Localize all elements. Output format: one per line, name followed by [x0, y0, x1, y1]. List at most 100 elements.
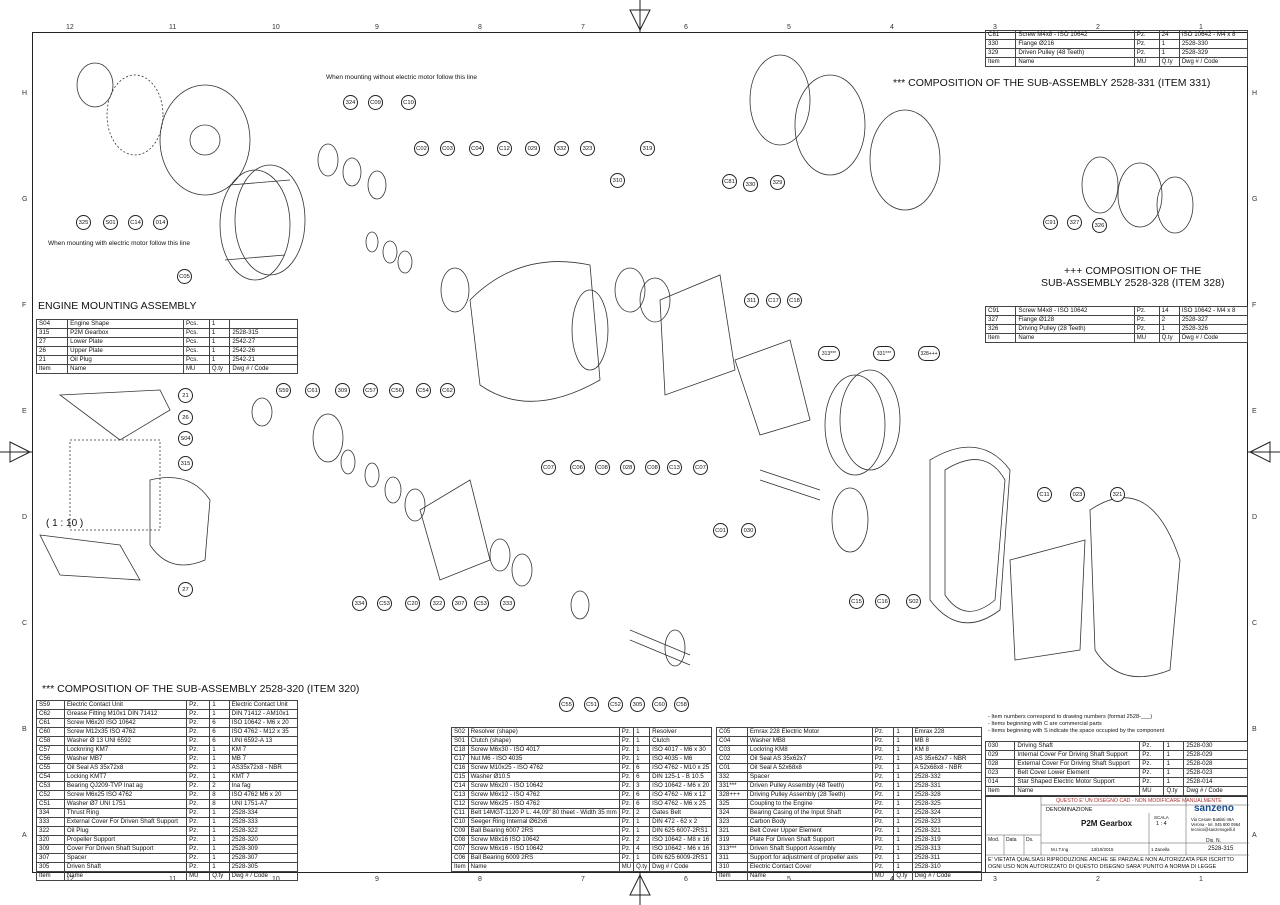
table-cell: 2528-028	[1183, 759, 1248, 769]
table-cell: ISO 4762 - M6 x 12	[649, 790, 713, 800]
table-cell: Ball Bearing 6009 2RS	[467, 853, 620, 863]
table-cell: Pz.	[618, 808, 635, 818]
table-cell: Screw M10x25 - ISO 4762	[467, 763, 620, 773]
table-cell: Pcs.	[183, 319, 210, 329]
table-cell: Name	[1014, 786, 1141, 796]
table-cell: C15	[451, 772, 469, 782]
table-cell: 2528-329	[1178, 48, 1249, 58]
table-cell: Item	[35, 364, 69, 374]
center-mark-top	[629, 0, 651, 32]
ruler-label: G	[1252, 196, 1258, 203]
ruler-label: D	[1252, 514, 1258, 521]
table-cell: Pz.	[618, 727, 635, 737]
table-cell: MU	[1139, 786, 1165, 796]
propeller-support	[419, 479, 491, 581]
table-cell: AS 35x62x7 - NBR	[911, 754, 982, 764]
driven-pulley-329	[794, 74, 866, 176]
table-cell: 6	[633, 763, 651, 773]
table-cell: ISO 10642 - M8 x 16	[649, 835, 713, 845]
belt-cover-lower	[1009, 539, 1086, 661]
table-cell: Lower Plate	[67, 337, 185, 347]
table-cell: 1	[893, 862, 913, 872]
table-cell: Pz.	[186, 826, 211, 836]
table-cell: Cover For Driven Shaft Support	[63, 844, 188, 854]
table-cell: 331***	[716, 781, 748, 791]
table-cell: Name	[63, 871, 188, 881]
author: M.I.T.Ing	[1051, 847, 1069, 852]
ruler-label: 8	[478, 876, 482, 883]
callout-bubble: 023	[1070, 487, 1085, 502]
table-cell: Q.ty	[633, 862, 651, 872]
table-cell: Pz.	[1133, 39, 1160, 49]
table-cell: Screw M4x8 - ISO 10642	[1015, 30, 1135, 40]
drawing-frame	[32, 32, 1248, 873]
scale-label: SCALA	[1154, 815, 1169, 820]
table-cell: Pz.	[1133, 324, 1160, 334]
table-cell: Pz.	[186, 835, 211, 845]
table-cell: Ina fag	[228, 781, 299, 791]
table-cell: 309	[36, 844, 65, 854]
table-cell: 1	[209, 745, 230, 755]
table-cell: 4	[633, 844, 651, 854]
table-cell: Electric Contact Cover	[746, 862, 873, 872]
table-cell: Driven Shaft	[63, 862, 188, 872]
table-cell: Locknring KM7	[63, 745, 188, 755]
callout-bubble: C11	[1037, 487, 1052, 502]
table-cell: S02	[451, 727, 469, 737]
table-cell: 1	[633, 826, 651, 836]
ruler-label: H	[22, 90, 28, 97]
ruler-label: 2	[1096, 24, 1100, 31]
table-cell: Coupling to the Engine	[746, 799, 873, 809]
table-cell: Item	[984, 786, 1016, 796]
table-cell: Pz.	[1139, 777, 1165, 787]
callout-bubble: 029	[525, 141, 540, 156]
table-cell: C10	[451, 817, 469, 827]
driven-shaft	[629, 629, 691, 666]
table-cell: Pz.	[1139, 768, 1165, 778]
table-cell: Pz.	[186, 781, 211, 791]
table-cell: ISO 10642 - M6 x 16	[649, 844, 713, 854]
table-cell: C54	[36, 772, 65, 782]
table-cell: Pcs.	[183, 328, 210, 338]
ds-label: Ds.	[1026, 837, 1034, 843]
table-cell: Driving Pulley (28 Teeth)	[1015, 324, 1135, 334]
table-cell: C16	[451, 763, 469, 773]
table-cell: 1	[209, 835, 230, 845]
emrax-motor	[219, 169, 291, 281]
table-cell: Pz.	[618, 736, 635, 746]
table-cell: Screw M12x35 ISO 4762	[63, 727, 188, 737]
table-cell: 332	[716, 772, 748, 782]
table-cell: Screw M6x12 - ISO 4762	[467, 790, 620, 800]
gearbox-315	[149, 477, 211, 566]
table-cell: C91	[984, 306, 1017, 316]
table-cell: 2528-323	[911, 817, 982, 827]
callout-bubble: C02	[414, 141, 429, 156]
table-cell: Thrust Ring	[63, 808, 188, 818]
table-cell: 1	[1163, 768, 1185, 778]
callout-bubble: 327	[1067, 215, 1082, 230]
table-cell: Pz.	[618, 763, 635, 773]
callout-bubble: 326	[1092, 218, 1107, 233]
table-cell: 1	[893, 844, 913, 854]
table-cell: 6	[209, 727, 230, 737]
lower-plate	[39, 534, 141, 581]
table-cell: ISO 10642 - M4 x 8	[1178, 306, 1249, 316]
table-cell: 326	[984, 324, 1017, 334]
table-cell: Pz.	[1133, 30, 1160, 40]
callout-bubble: C12	[497, 141, 512, 156]
callout-bubble: C53	[474, 596, 489, 611]
callout-bubble: C07	[693, 460, 708, 475]
